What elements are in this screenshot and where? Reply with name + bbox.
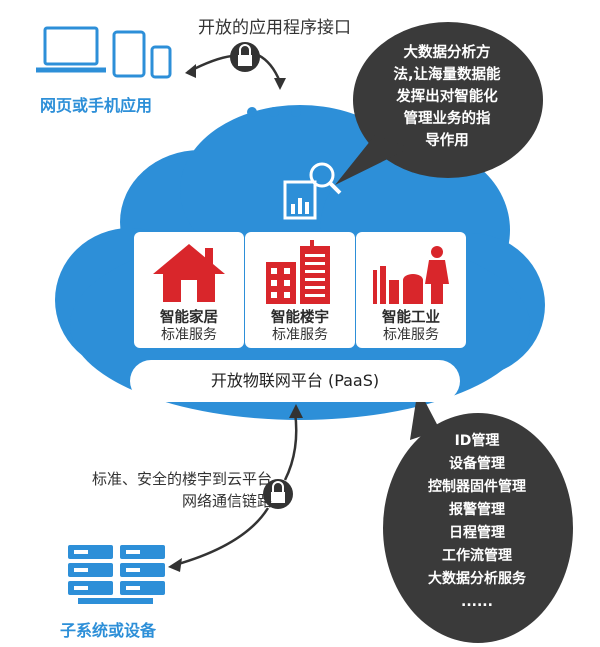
bubble-top-line: 发挥出对智能化 [396,89,498,105]
service-title: 智能工业 [382,310,440,326]
feature-item: 日程管理 [449,525,505,541]
bubble-top-line: 大数据分析方 [403,45,491,61]
house-icon [153,244,225,302]
service-sub: 标准服务 [383,327,439,343]
feature-item: 大数据分析服务 [428,571,526,587]
service-title: 智能家居 [160,310,218,326]
service-title: 智能楼宇 [271,310,329,326]
web-mobile-label: 网页或手机应用 [40,96,153,115]
api-label: 开放的应用程序接口 [198,18,351,38]
feature-item: 设备管理 [449,456,505,472]
bubble-bottom-text: ID管理 设备管理 控制器固件管理 报警管理 日程管理 工作流管理 大数据分析服… [412,430,542,614]
speech-bubble-top [335,22,543,185]
link-arrow [174,411,298,567]
analytics-icon [283,162,342,220]
security-link-line: 标准、安全的楼宇到云平台 [91,470,272,488]
feature-item: 控制器固件管理 [428,479,526,495]
service-smart-home: 智能家居 标准服务 [134,232,244,348]
service-sub: 标准服务 [272,327,328,343]
feature-item: 工作流管理 [442,548,512,564]
service-sub: 标准服务 [161,327,217,343]
subsystem-label: 子系统或设备 [60,621,157,640]
factory-worker-icon [373,246,449,304]
bubble-top-line: 法,让海量数据能 [393,67,501,83]
feature-item: ID管理 [454,433,500,449]
security-link-line: 网络通信链路 [181,492,272,510]
bubble-top-line: 导作用 [425,133,469,149]
building-icon [266,240,330,304]
feature-item: ...... [461,594,493,610]
network-node-icon [240,118,310,140]
bubble-top-text: 大数据分析方 法,让海量数据能 发挥出对智能化 管理业务的指 导作用 [372,42,522,152]
platform-bar: 开放物联网平台 (PaaS) [130,360,460,402]
security-link-text: 标准、安全的楼宇到云平台 网络通信链路 [32,468,272,512]
lock-icon [230,42,260,72]
bubble-top-line: 管理业务的指 [403,111,491,127]
devices-icon [36,26,172,79]
service-smart-building: 智能楼宇 标准服务 [245,232,355,348]
lock-icon-bottom [263,479,293,509]
service-smart-industry: 智能工业 标准服务 [356,232,466,348]
server-icon [68,545,165,604]
feature-item: 报警管理 [449,502,505,518]
